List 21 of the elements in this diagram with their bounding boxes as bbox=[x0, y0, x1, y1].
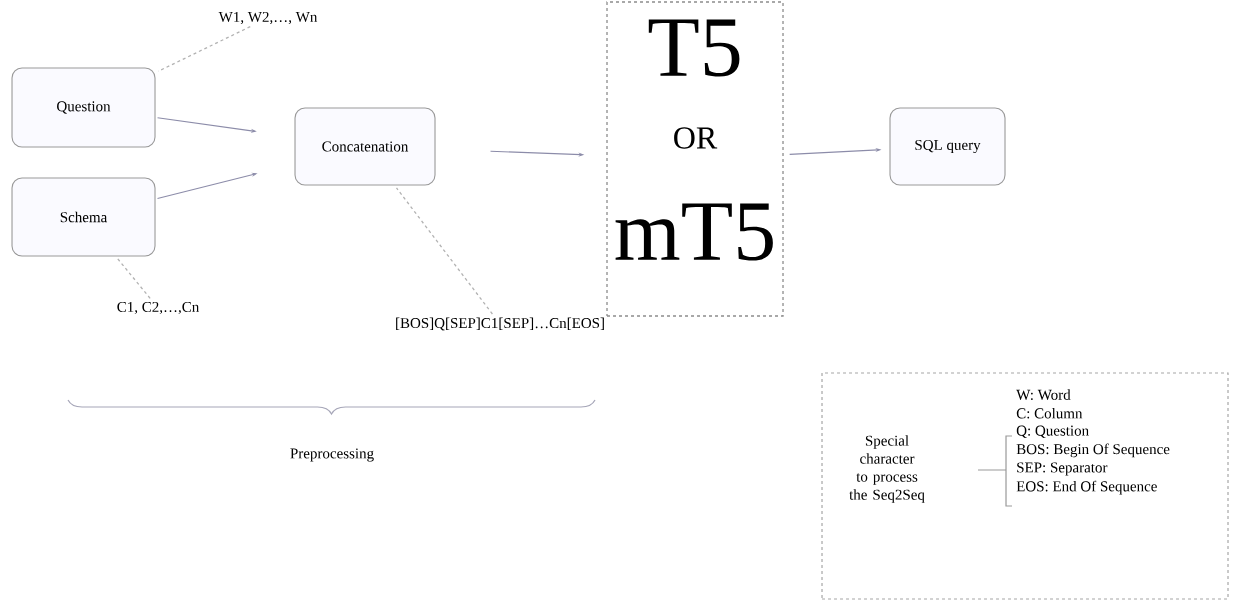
legend-entry: SEP: Separator bbox=[1017, 462, 1108, 476]
leader-line bbox=[395, 187, 494, 315]
leader-line bbox=[117, 258, 151, 299]
legend-entry: C: Column bbox=[1016, 407, 1083, 419]
model-name: mT5 bbox=[615, 203, 773, 261]
process-box: Question bbox=[11, 67, 156, 148]
legend-entry: Q: Question bbox=[1016, 425, 1089, 438]
annotation-text: W1, W2,…, Wn bbox=[218, 11, 318, 25]
annotation-text: [BOS]Q[SEP]C1[SEP]…Cn[EOS] bbox=[396, 317, 604, 331]
model-name: OR bbox=[674, 127, 718, 149]
group-label: Preprocessing bbox=[290, 448, 374, 462]
leader-line bbox=[157, 26, 251, 72]
process-box: Schema bbox=[11, 177, 156, 257]
legend-entry: EOS: End Of Sequence bbox=[1016, 480, 1157, 495]
annotation-text: C1, C2,…,Cn bbox=[117, 301, 200, 315]
legend-entry: W: Word bbox=[1016, 389, 1071, 400]
legend-entry: BOS: Begin Of Sequence bbox=[1016, 443, 1170, 458]
process-box: Concatenation bbox=[294, 107, 436, 186]
model-name: T5 bbox=[648, 19, 740, 77]
process-box: SQL query bbox=[889, 107, 1006, 186]
legend-heading: Special character to process the Seq2Seq bbox=[849, 435, 925, 503]
